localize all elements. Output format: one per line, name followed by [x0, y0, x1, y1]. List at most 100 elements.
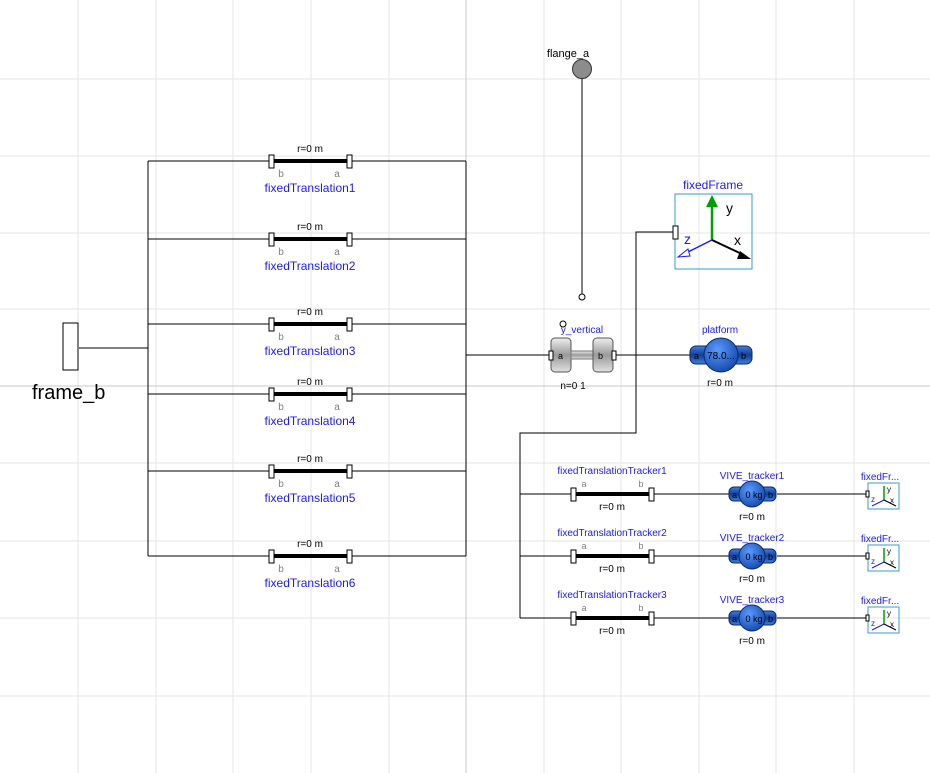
platform-port-b: b	[741, 351, 746, 361]
tracker-body-label: VIVE_tracker1	[720, 471, 785, 482]
platform-body[interactable]: platform 78.0... a b r=0 m	[689, 325, 753, 389]
tracker-body-mass: 0 kg	[745, 552, 762, 562]
translation-param: r=0 m	[297, 222, 323, 233]
tracker-body-port-b: b	[768, 490, 773, 500]
tracker-body-port-a: a	[732, 490, 737, 500]
tracker-body-1[interactable]: VIVE_tracker1 0 kg a b r=0 m	[720, 471, 785, 523]
tracker-body-label: VIVE_tracker3	[720, 595, 785, 606]
tracker-frame-3[interactable]: fixedFr... yx z	[861, 596, 900, 634]
tracker-translation-label: fixedTranslationTracker2	[557, 528, 667, 539]
tracker-frame-2[interactable]: fixedFr...yxz	[861, 534, 900, 572]
tracker-frame-axis-z: z	[871, 495, 875, 504]
tracker-frame-axis-x: x	[890, 496, 894, 505]
translation-param: r=0 m	[297, 377, 323, 388]
tracker-frame-axis-y: y	[887, 609, 891, 618]
tracker-body-2[interactable]: VIVE_tracker2 0 kg a b r=0 m	[720, 533, 785, 585]
tracker-body-3[interactable]: VIVE_tracker3 0 kg a b r=0 m	[720, 595, 785, 647]
tracker-translation-1[interactable]: fixedTranslationTracker1 a b r=0 m	[557, 466, 667, 513]
fixed-frame-label: fixedFrame	[683, 178, 743, 192]
tracker-frame-axis-x: x	[890, 558, 894, 567]
flange-a-connector[interactable]: flange_a	[547, 48, 592, 79]
prismatic-param: n=0 1	[560, 381, 586, 392]
tracker-body-label: VIVE_tracker2	[720, 533, 785, 544]
frame-b-connector[interactable]: frame_b	[32, 322, 105, 404]
tracker-body-port-b: b	[768, 552, 773, 562]
tracker-translation-port-b: b	[638, 541, 643, 551]
platform-port-a: a	[694, 351, 699, 361]
tracker-translation-param: r=0 m	[599, 626, 625, 637]
tracker-translation-3[interactable]: fixedTranslationTracker3 a b r=0 m	[557, 590, 667, 637]
tracker-body-param: r=0 m	[739, 512, 765, 523]
fixed-frame-axis-x: x	[734, 232, 741, 248]
tracker-frame-label: fixedFr...	[861, 472, 899, 483]
tracker-translation-port-a: a	[581, 541, 586, 551]
tracker-body-port-b: b	[768, 614, 773, 624]
tracker-translation-2[interactable]: fixedTranslationTracker2 a b r=0 m	[557, 528, 667, 575]
translation-port-a: a	[334, 479, 340, 490]
tracker-frame-axis-y: y	[887, 547, 891, 556]
translation-port-b: b	[278, 332, 284, 343]
tracker-translation-param: r=0 m	[599, 564, 625, 575]
tracker-translation-port-b: b	[638, 603, 643, 613]
tracker-frame-label: fixedFr...	[861, 596, 899, 607]
tracker-translation-param: r=0 m	[599, 502, 625, 513]
tracker-frame-axis-x: x	[890, 620, 894, 629]
translation-label: fixedTranslation1	[265, 181, 356, 195]
translation-port-a: a	[334, 564, 340, 575]
tracker-body-port-a: a	[732, 614, 737, 624]
translation-port-b: b	[278, 169, 284, 180]
translation-param: r=0 m	[297, 454, 323, 465]
tracker-translation-label: fixedTranslationTracker3	[557, 590, 667, 601]
prismatic-port-a: a	[558, 351, 563, 361]
translation-label: fixedTranslation6	[265, 576, 356, 590]
translation-label: fixedTranslation5	[265, 491, 356, 505]
translation-port-b: b	[278, 564, 284, 575]
translation-port-b: b	[278, 402, 284, 413]
tracker-body-mass: 0 kg	[745, 614, 762, 624]
translation-port-b: b	[278, 247, 284, 258]
translation-port-a: a	[334, 247, 340, 258]
frame-b-label: frame_b	[32, 382, 105, 404]
translation-port-a: a	[334, 332, 340, 343]
translation-param: r=0 m	[297, 307, 323, 318]
tracker-body-param: r=0 m	[739, 574, 765, 585]
tracker-translation-port-b: b	[638, 479, 643, 489]
tracker-translation-label: fixedTranslationTracker1	[557, 466, 667, 477]
tracker-translation-port-a: a	[581, 603, 586, 613]
tracker-body-param: r=0 m	[739, 636, 765, 647]
platform-mass: 78.0...	[707, 351, 735, 362]
translation-label: fixedTranslation4	[265, 414, 356, 428]
fixed-frame[interactable]: fixedFrame y x z	[672, 178, 753, 270]
prismatic-joint[interactable]: y_vertical a b n=0 1	[548, 293, 617, 392]
translation-port-a: a	[334, 402, 340, 413]
tracker-translation-port-a: a	[581, 479, 586, 489]
prismatic-port-b: b	[598, 351, 603, 361]
translation-label: fixedTranslation3	[265, 344, 356, 358]
platform-label: platform	[702, 325, 738, 336]
flange-a-label: flange_a	[547, 48, 590, 60]
translation-param: r=0 m	[297, 539, 323, 550]
tracker-frame-label: fixedFr...	[861, 534, 899, 545]
translation-param: r=0 m	[297, 144, 323, 155]
tracker-frame-axis-z: z	[871, 619, 875, 628]
translation-label: fixedTranslation2	[265, 259, 356, 273]
prismatic-label: y_vertical	[561, 325, 603, 336]
fixed-frame-axis-z: z	[684, 231, 691, 247]
platform-param: r=0 m	[707, 378, 733, 389]
tracker-body-port-a: a	[732, 552, 737, 562]
translation-port-a: a	[334, 169, 340, 180]
translation-port-b: b	[278, 479, 284, 490]
tracker-frame-1[interactable]: fixedFr... yx z	[861, 472, 900, 510]
tracker-body-mass: 0 kg	[745, 490, 762, 500]
tracker-frame-axis-y: y	[887, 485, 891, 494]
